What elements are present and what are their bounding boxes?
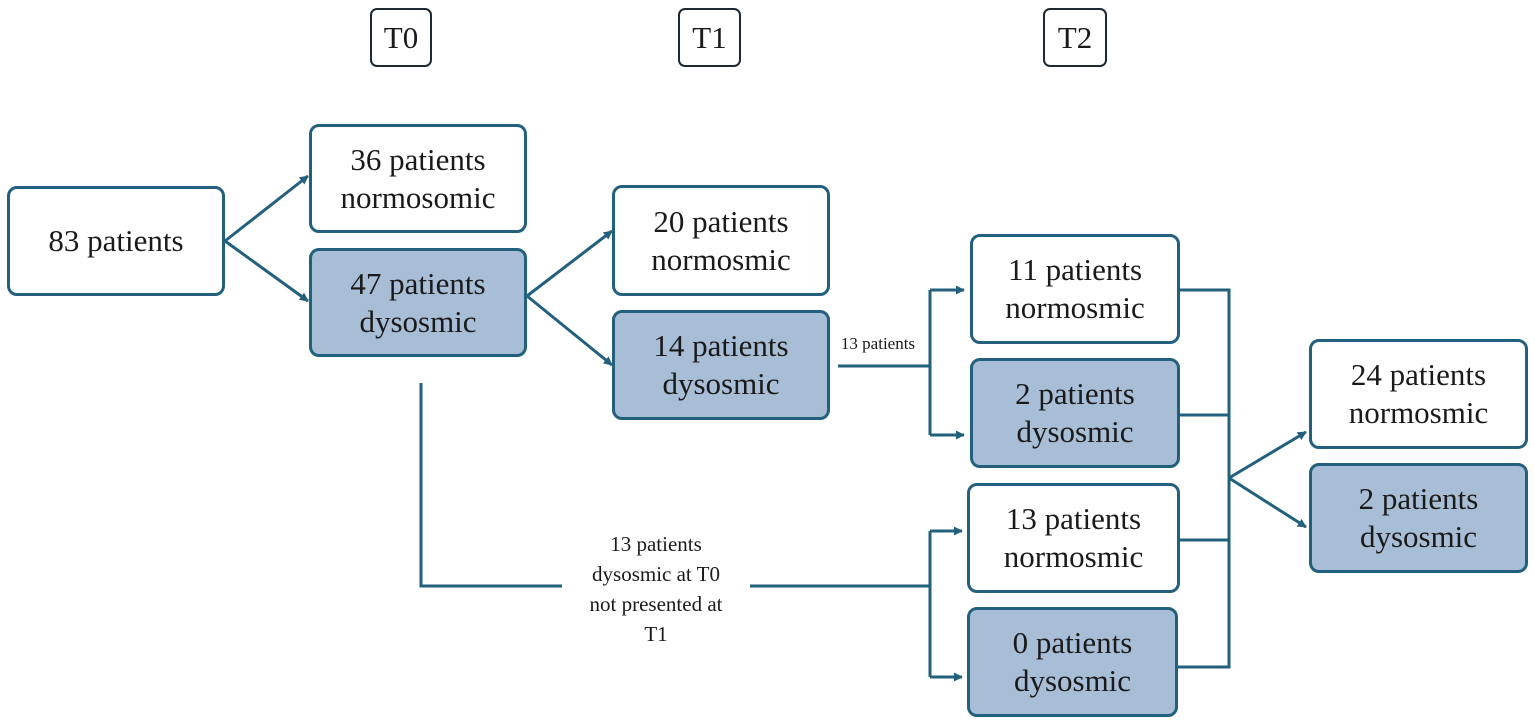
node-count: 20 patients bbox=[653, 203, 789, 239]
arrow-root-to-normosomic bbox=[224, 174, 309, 243]
node-count: 0 patients bbox=[1012, 625, 1133, 660]
timepoint-t1: T1 bbox=[678, 8, 741, 67]
node-count: 47 patients bbox=[350, 265, 486, 301]
node-t2a-normosmic: 11 patients normosmic bbox=[970, 234, 1180, 344]
edge-label-line: not presented at bbox=[589, 592, 723, 616]
node-status: normosmic bbox=[1005, 290, 1145, 325]
node-count: 2 patients bbox=[1015, 376, 1135, 411]
node-count: 11 patients bbox=[1007, 252, 1143, 287]
edge-label-line: T1 bbox=[644, 622, 668, 646]
node-status: normosmic bbox=[651, 241, 791, 277]
node-t2b-dysosmic: 0 patients dysosmic bbox=[967, 607, 1178, 717]
arrow-t0dys-to-t1norm bbox=[526, 229, 613, 298]
node-final-normosmic: 24 patients normosmic bbox=[1309, 339, 1528, 449]
edge-label-line: 13 patients bbox=[610, 532, 702, 556]
node-status: dysosmic bbox=[1016, 414, 1134, 449]
node-status: dysosmic bbox=[359, 303, 477, 339]
merge-bracket bbox=[1178, 288, 1231, 669]
arrow-to-final-normosmic bbox=[1228, 430, 1307, 480]
node-count: 13 patients bbox=[1005, 501, 1142, 536]
arrow-t0dys-to-t1dys bbox=[526, 294, 613, 367]
node-status: normosmic bbox=[1003, 539, 1144, 574]
edge-label-t1-to-t2: 13 patients bbox=[830, 333, 926, 355]
node-status: normosmic bbox=[1348, 395, 1489, 430]
connector-t0dys-skip-t1 bbox=[419, 383, 930, 588]
node-count: 2 patients bbox=[1358, 481, 1479, 516]
node-status: dysosmic bbox=[662, 366, 780, 401]
timepoint-t0: T0 bbox=[370, 8, 432, 67]
node-status: dysosmic bbox=[1359, 519, 1478, 554]
node-t1-normosmic: 20 patients normosmic bbox=[612, 185, 830, 296]
arrow-root-to-dysosmic bbox=[224, 239, 309, 303]
node-status: dysosmic bbox=[1013, 663, 1132, 698]
node-t2a-dysosmic: 2 patients dysosmic bbox=[970, 358, 1180, 468]
arrow-to-final-dysosmic bbox=[1228, 476, 1307, 529]
node-t1-dysosmic: 14 patients dysosmic bbox=[612, 310, 830, 420]
node-t0-dysosmic: 47 patients dysosmic bbox=[309, 248, 527, 357]
node-t2b-normosmic: 13 patients normosmic bbox=[967, 483, 1180, 593]
node-final-dysosmic: 2 patients dysosmic bbox=[1309, 463, 1528, 573]
node-root: 83 patients bbox=[7, 186, 225, 296]
timepoint-t2: T2 bbox=[1043, 8, 1107, 67]
edge-label-line: dysosmic at T0 bbox=[592, 562, 720, 586]
edge-label-t0-skip-t1: 13 patients dysosmic at T0 not presented… bbox=[562, 529, 750, 649]
node-root-count: 83 patients bbox=[48, 223, 184, 258]
node-count: 36 patients bbox=[350, 141, 486, 177]
node-status: normosomic bbox=[340, 179, 496, 215]
node-count: 14 patients bbox=[653, 328, 789, 363]
node-t0-normosomic: 36 patients normosomic bbox=[309, 124, 527, 233]
node-count: 24 patients bbox=[1350, 357, 1487, 392]
